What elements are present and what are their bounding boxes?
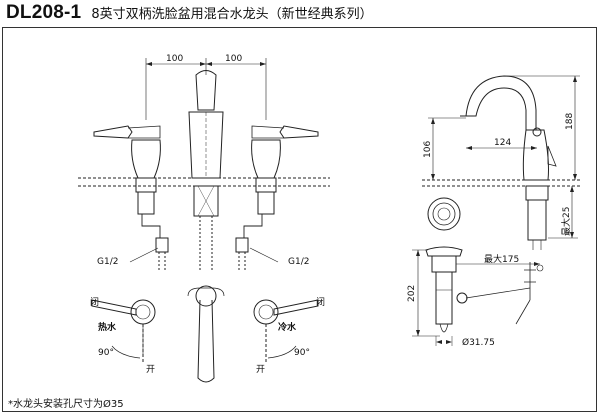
spacing-left-label: 100 [166,54,183,64]
left-close-label: 闭 [90,296,99,308]
spacing-right-label: 100 [225,54,242,64]
right-close-label: 闭 [316,296,325,308]
footer-note: *水龙头安装孔尺寸为Ø35 [8,399,124,410]
right-handle-top-view: 闭 冷水 90° 开 [253,296,325,375]
drawing-frame [2,27,597,412]
left-handle-top-view: 闭 热水 90° 开 [90,296,156,375]
spout-height-label: 106 [423,141,433,158]
right-open-label: 开 [256,364,265,375]
reach-label: 124 [494,138,511,148]
right-handle-front [235,125,319,270]
thread-right-label: G1/2 [288,257,309,267]
drain-view: 最大175 202 Ø31.75 [407,197,544,348]
drain-height-label: 202 [407,285,417,302]
right-angle-label: 90° [294,348,310,358]
product-description: 8英寸双柄洗脸盆用混合水龙头（新世经典系列） [91,7,373,22]
left-angle-label: 90° [98,348,114,358]
drain-reach-label: 最大175 [484,253,519,265]
drain-diameter-label: Ø31.75 [462,337,495,348]
front-view: 100 100 [78,54,330,270]
left-open-label: 开 [146,364,155,375]
model-number: DL208-1 [6,2,82,23]
hot-water-label: 热水 [98,321,117,333]
side-view: 124 106 188 最大25 [422,75,580,250]
total-height-label: 188 [565,113,575,130]
cold-water-label: 冷水 [278,321,297,333]
left-handle-front [93,125,169,270]
spout-front [188,70,224,270]
max-deck-label: 最大25 [560,207,572,236]
thread-left-label: G1/2 [97,257,118,267]
spout-top-view [187,285,225,383]
